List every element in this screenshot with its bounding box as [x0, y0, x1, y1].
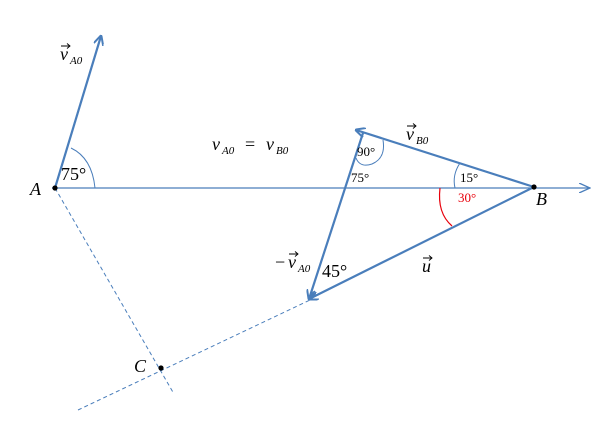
angle-label-top-vertex: 90°: [357, 144, 375, 159]
svg-text:A0: A0: [221, 145, 235, 157]
vector-va0-label: v A0: [60, 43, 83, 67]
dashed-line-through-c: [77, 299, 311, 411]
angle-arc-a: [70, 147, 96, 189]
svg-text:v: v: [212, 134, 220, 154]
angle-arc-b-upper: [453, 162, 461, 189]
svg-text:v: v: [288, 252, 296, 272]
svg-text:v: v: [266, 134, 274, 154]
svg-text:−: −: [275, 252, 285, 272]
angle-arc-b-lower: [438, 187, 453, 227]
svg-text:A0: A0: [69, 55, 83, 67]
vector-u-label: u: [422, 255, 433, 276]
svg-text:A0: A0: [297, 263, 311, 275]
angle-label-top-axis: 75°: [351, 170, 369, 185]
vector-vb0-label: v B0: [406, 123, 429, 147]
svg-text:v: v: [60, 44, 68, 64]
vector-minus-va0-label: − v A0: [275, 251, 311, 275]
vector-minus-va0-arrow: [309, 132, 365, 299]
angle-label-a: 75°: [61, 164, 86, 184]
angle-arc-top: [355, 139, 384, 166]
angle-label-b-lower: 30°: [458, 190, 476, 205]
svg-text:v: v: [406, 124, 414, 144]
svg-text:B0: B0: [276, 145, 289, 157]
point-c-dot: [158, 365, 164, 371]
vector-vb0-arrow: [356, 130, 535, 189]
point-a-label: A: [29, 179, 42, 199]
svg-text:=: =: [245, 134, 255, 154]
point-b-label: B: [536, 189, 547, 209]
svg-text:B0: B0: [416, 135, 429, 147]
point-c-label: C: [134, 356, 147, 376]
dashed-line-from-a: [54, 187, 175, 395]
point-a-dot: [52, 185, 58, 191]
angle-label-bottom-vertex: 45°: [322, 261, 347, 281]
equation-label: v A0 = v B0: [212, 134, 289, 157]
vector-va0-arrow: [53, 36, 101, 189]
svg-text:u: u: [422, 256, 431, 276]
point-b-dot: [531, 184, 537, 190]
vector-u-arrow: [309, 186, 535, 299]
angle-label-b-upper: 15°: [460, 170, 478, 185]
